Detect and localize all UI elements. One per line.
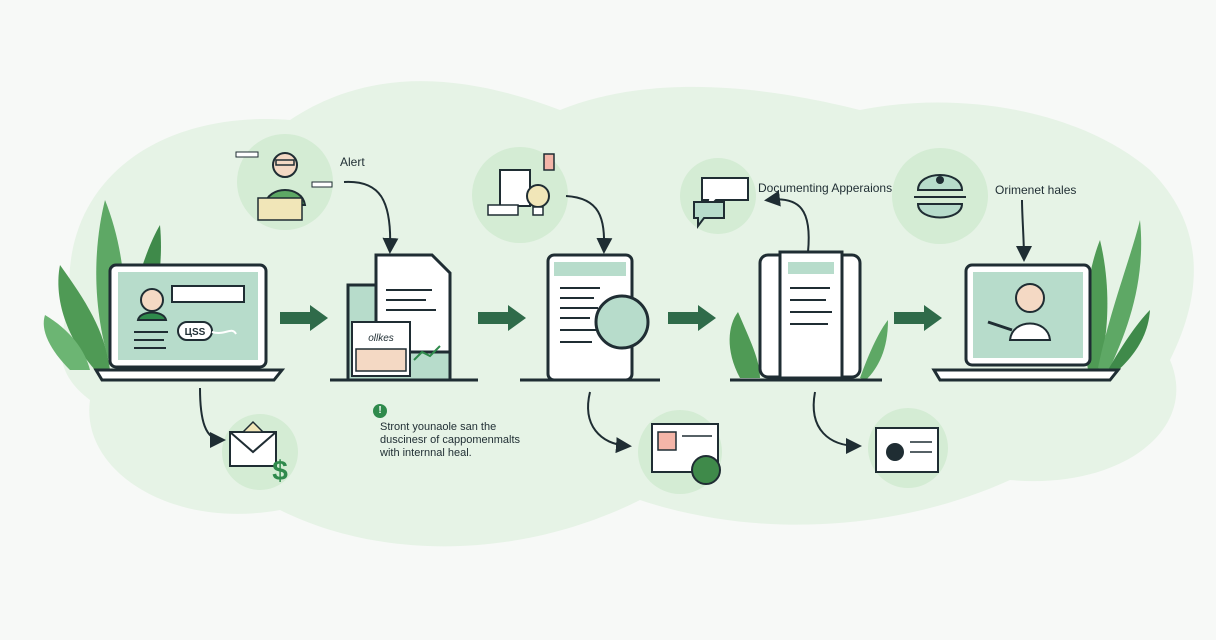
document-step-2 xyxy=(330,253,478,382)
doc-badge-text: ollkes xyxy=(368,333,394,344)
note-line-2: duscinesr of cappomenmalts xyxy=(380,434,521,446)
tablet-step-3 xyxy=(520,253,660,382)
connector-arrows xyxy=(199,180,1032,454)
bubble-ornament xyxy=(892,148,988,244)
bubble-chat xyxy=(680,158,756,234)
bubble-lightbulb xyxy=(472,147,568,243)
laptop-badge-text: ЦSS xyxy=(185,327,206,338)
process-arrows xyxy=(280,305,942,331)
binder-step-4 xyxy=(730,250,882,382)
label-ornament: Orimenet hales xyxy=(995,183,1077,197)
note-line-3: with internnal heal. xyxy=(380,447,472,459)
laptop-step-5 xyxy=(931,263,1122,382)
leaves-middle xyxy=(729,312,888,380)
note-info-icon: ! xyxy=(373,404,387,418)
bubble-envelope-dollar xyxy=(222,414,298,490)
note-line-1: Stront younaole san the xyxy=(380,421,497,433)
bubble-card xyxy=(638,410,722,494)
arrow-2-3 xyxy=(478,305,526,331)
arrow-1-2 xyxy=(280,305,328,331)
arrow-4-5 xyxy=(894,305,942,331)
bubble-camera xyxy=(868,408,948,488)
bubble-person xyxy=(235,134,333,230)
dollar-symbol: $ xyxy=(272,455,288,486)
label-documenting: Documenting Apperaions xyxy=(758,181,893,195)
note-text: Stront younaole san the duscinesr of cap… xyxy=(380,421,520,460)
laptop-step-1 xyxy=(93,263,286,382)
label-alert: Alert xyxy=(340,155,365,169)
arrow-3-4 xyxy=(668,305,716,331)
